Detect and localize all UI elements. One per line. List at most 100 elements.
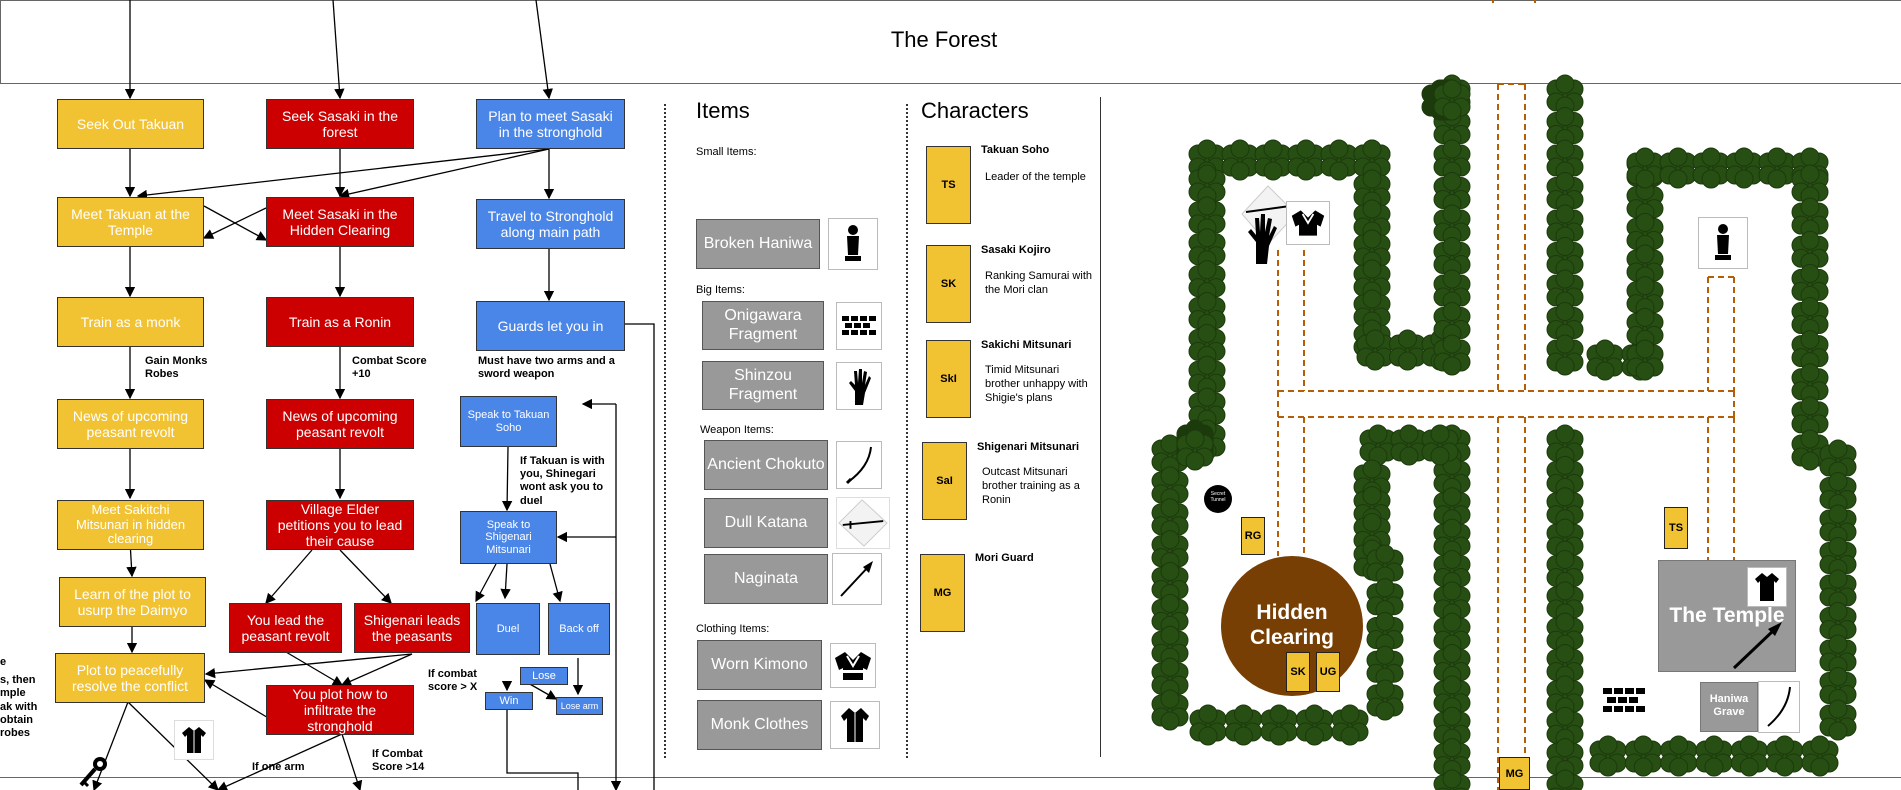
tree-icon (1589, 735, 1627, 777)
lose-arm-box: Lose arm (556, 697, 603, 715)
note-combat-x: If combat score > X (428, 668, 478, 694)
news-revolt-box-2: News of upcoming peasant revolt (266, 399, 414, 449)
tree-icon (1320, 139, 1358, 181)
tree-icon (1433, 518, 1471, 560)
note-takuan-duel: If Takuan is with you, Shinegari wont as… (520, 455, 605, 507)
token-ug: UG (1316, 652, 1340, 692)
tree-icon (1791, 363, 1829, 405)
tree-icon (1331, 704, 1369, 746)
tree-icon (1433, 334, 1471, 376)
tree-icon (1546, 769, 1584, 790)
hand-icon (836, 362, 882, 410)
note-gain-robes: Gain Monks Robes (145, 355, 208, 381)
temple-robe-icon (1747, 567, 1787, 607)
item-onigawara: Onigawara Fragment (702, 301, 824, 350)
tree-icon (1791, 197, 1829, 239)
tree-icon (1730, 735, 1768, 777)
tree-icon (1433, 487, 1471, 529)
key-icon (79, 757, 107, 788)
page-title: The Forest (890, 27, 998, 52)
speak-shigenari-box: Speak to Shigenari Mitsunari (460, 511, 557, 564)
seek-takuan-box: Seek Out Takuan (57, 99, 204, 149)
token-sk: SK (1286, 652, 1310, 692)
token-mg: MG (1499, 757, 1530, 790)
tree-icon (1626, 244, 1664, 286)
meet-takuan-box: Meet Takuan at the Temple (57, 197, 204, 247)
header-stub (1492, 0, 1536, 3)
tree-icon (1791, 230, 1829, 272)
tree-icon (1151, 530, 1189, 572)
tree-icon (1366, 679, 1404, 721)
tree-icon (1819, 504, 1857, 546)
tree-icon (1433, 172, 1471, 213)
tree-icon (1819, 569, 1857, 611)
item-broken-haniwa: Broken Haniwa (696, 219, 820, 269)
hidden-clearing-label: Hidden Clearing (1249, 601, 1335, 650)
tree-icon (1766, 735, 1804, 777)
haniwa-grave-area (1700, 682, 1758, 732)
char-name-shigenari: Shigenari Mitsunari (977, 441, 1080, 453)
tree-icon (1546, 172, 1584, 213)
tree-icon (1151, 689, 1189, 731)
tree-icon (1626, 339, 1664, 381)
char-name-mori-guard: Mori Guard (975, 552, 1034, 564)
grave-chokuto-icon (1758, 681, 1800, 733)
tree-icon (1758, 147, 1796, 189)
char-card-takuan: TS (926, 146, 971, 224)
temple-naginata-icon (1732, 622, 1782, 670)
tree-icon (1221, 139, 1259, 181)
item-monk-clothes: Monk Clothes (697, 700, 822, 750)
bottom-divider (0, 777, 1901, 778)
speak-takuan-box: Speak to Takuan Soho (460, 396, 557, 447)
char-name-sakichi: Sakichi Mitsunari (981, 339, 1072, 351)
duel-box: Duel (476, 603, 540, 655)
tree-icon (1546, 237, 1584, 278)
token-ts: TS (1664, 507, 1688, 549)
meet-sakitchi-box: Meet Sakitchi Mitsunari in hidden cleari… (57, 500, 204, 550)
tree-icon (1359, 424, 1397, 466)
naginata-icon (832, 553, 882, 605)
tree-icon (1624, 735, 1662, 777)
tree-icon (1791, 263, 1829, 305)
monk-robe-icon (174, 720, 214, 760)
map-divider (1100, 97, 1101, 757)
news-revolt-box-1: News of upcoming peasant revolt (57, 399, 204, 449)
char-name-sasaki: Sasaki Kojiro (981, 244, 1051, 256)
tree-icon (1546, 139, 1584, 181)
tree-icon (1433, 139, 1471, 181)
tree-icon (1188, 139, 1226, 181)
tree-icon (1660, 735, 1698, 777)
tree-icon (1791, 429, 1829, 471)
tree-icon (1626, 212, 1664, 254)
tree-icon (1433, 581, 1471, 623)
char-desc-takuan: Leader of the temple (985, 171, 1086, 183)
tree-icon (1819, 537, 1857, 578)
tree-icon (1188, 228, 1226, 270)
tree-icon (1546, 334, 1584, 376)
tree-icon (1356, 329, 1394, 371)
tree-icon (1260, 704, 1298, 746)
map-haniwa-icon (1698, 217, 1748, 269)
tree-icon (1296, 704, 1333, 746)
items-divider (664, 104, 666, 758)
weapon-items-label: Weapon Items: (700, 424, 774, 436)
you-lead-box: You lead the peasant revolt (229, 603, 342, 653)
tree-icon (1189, 704, 1227, 746)
item-worn-kimono: Worn Kimono (697, 640, 822, 690)
tree-icon (1353, 459, 1391, 501)
char-card-shigenari: SaI (922, 442, 967, 520)
tree-icon (1151, 593, 1189, 635)
tree-icon (1659, 147, 1697, 189)
item-naginata: Naginata (704, 554, 828, 604)
haniwa-icon (828, 218, 878, 270)
map-roof-tile-icon (1603, 688, 1645, 712)
char-card-sakichi: SkI (926, 340, 971, 418)
characters-divider (906, 104, 908, 758)
meet-sasaki-box: Meet Sasaki in the Hidden Clearing (266, 197, 414, 247)
tree-icon (1151, 498, 1189, 540)
elder-petition-box: Village Elder petitions you to lead thei… (266, 500, 414, 550)
tree-icon (1421, 424, 1459, 466)
tree-icon (1546, 204, 1584, 246)
